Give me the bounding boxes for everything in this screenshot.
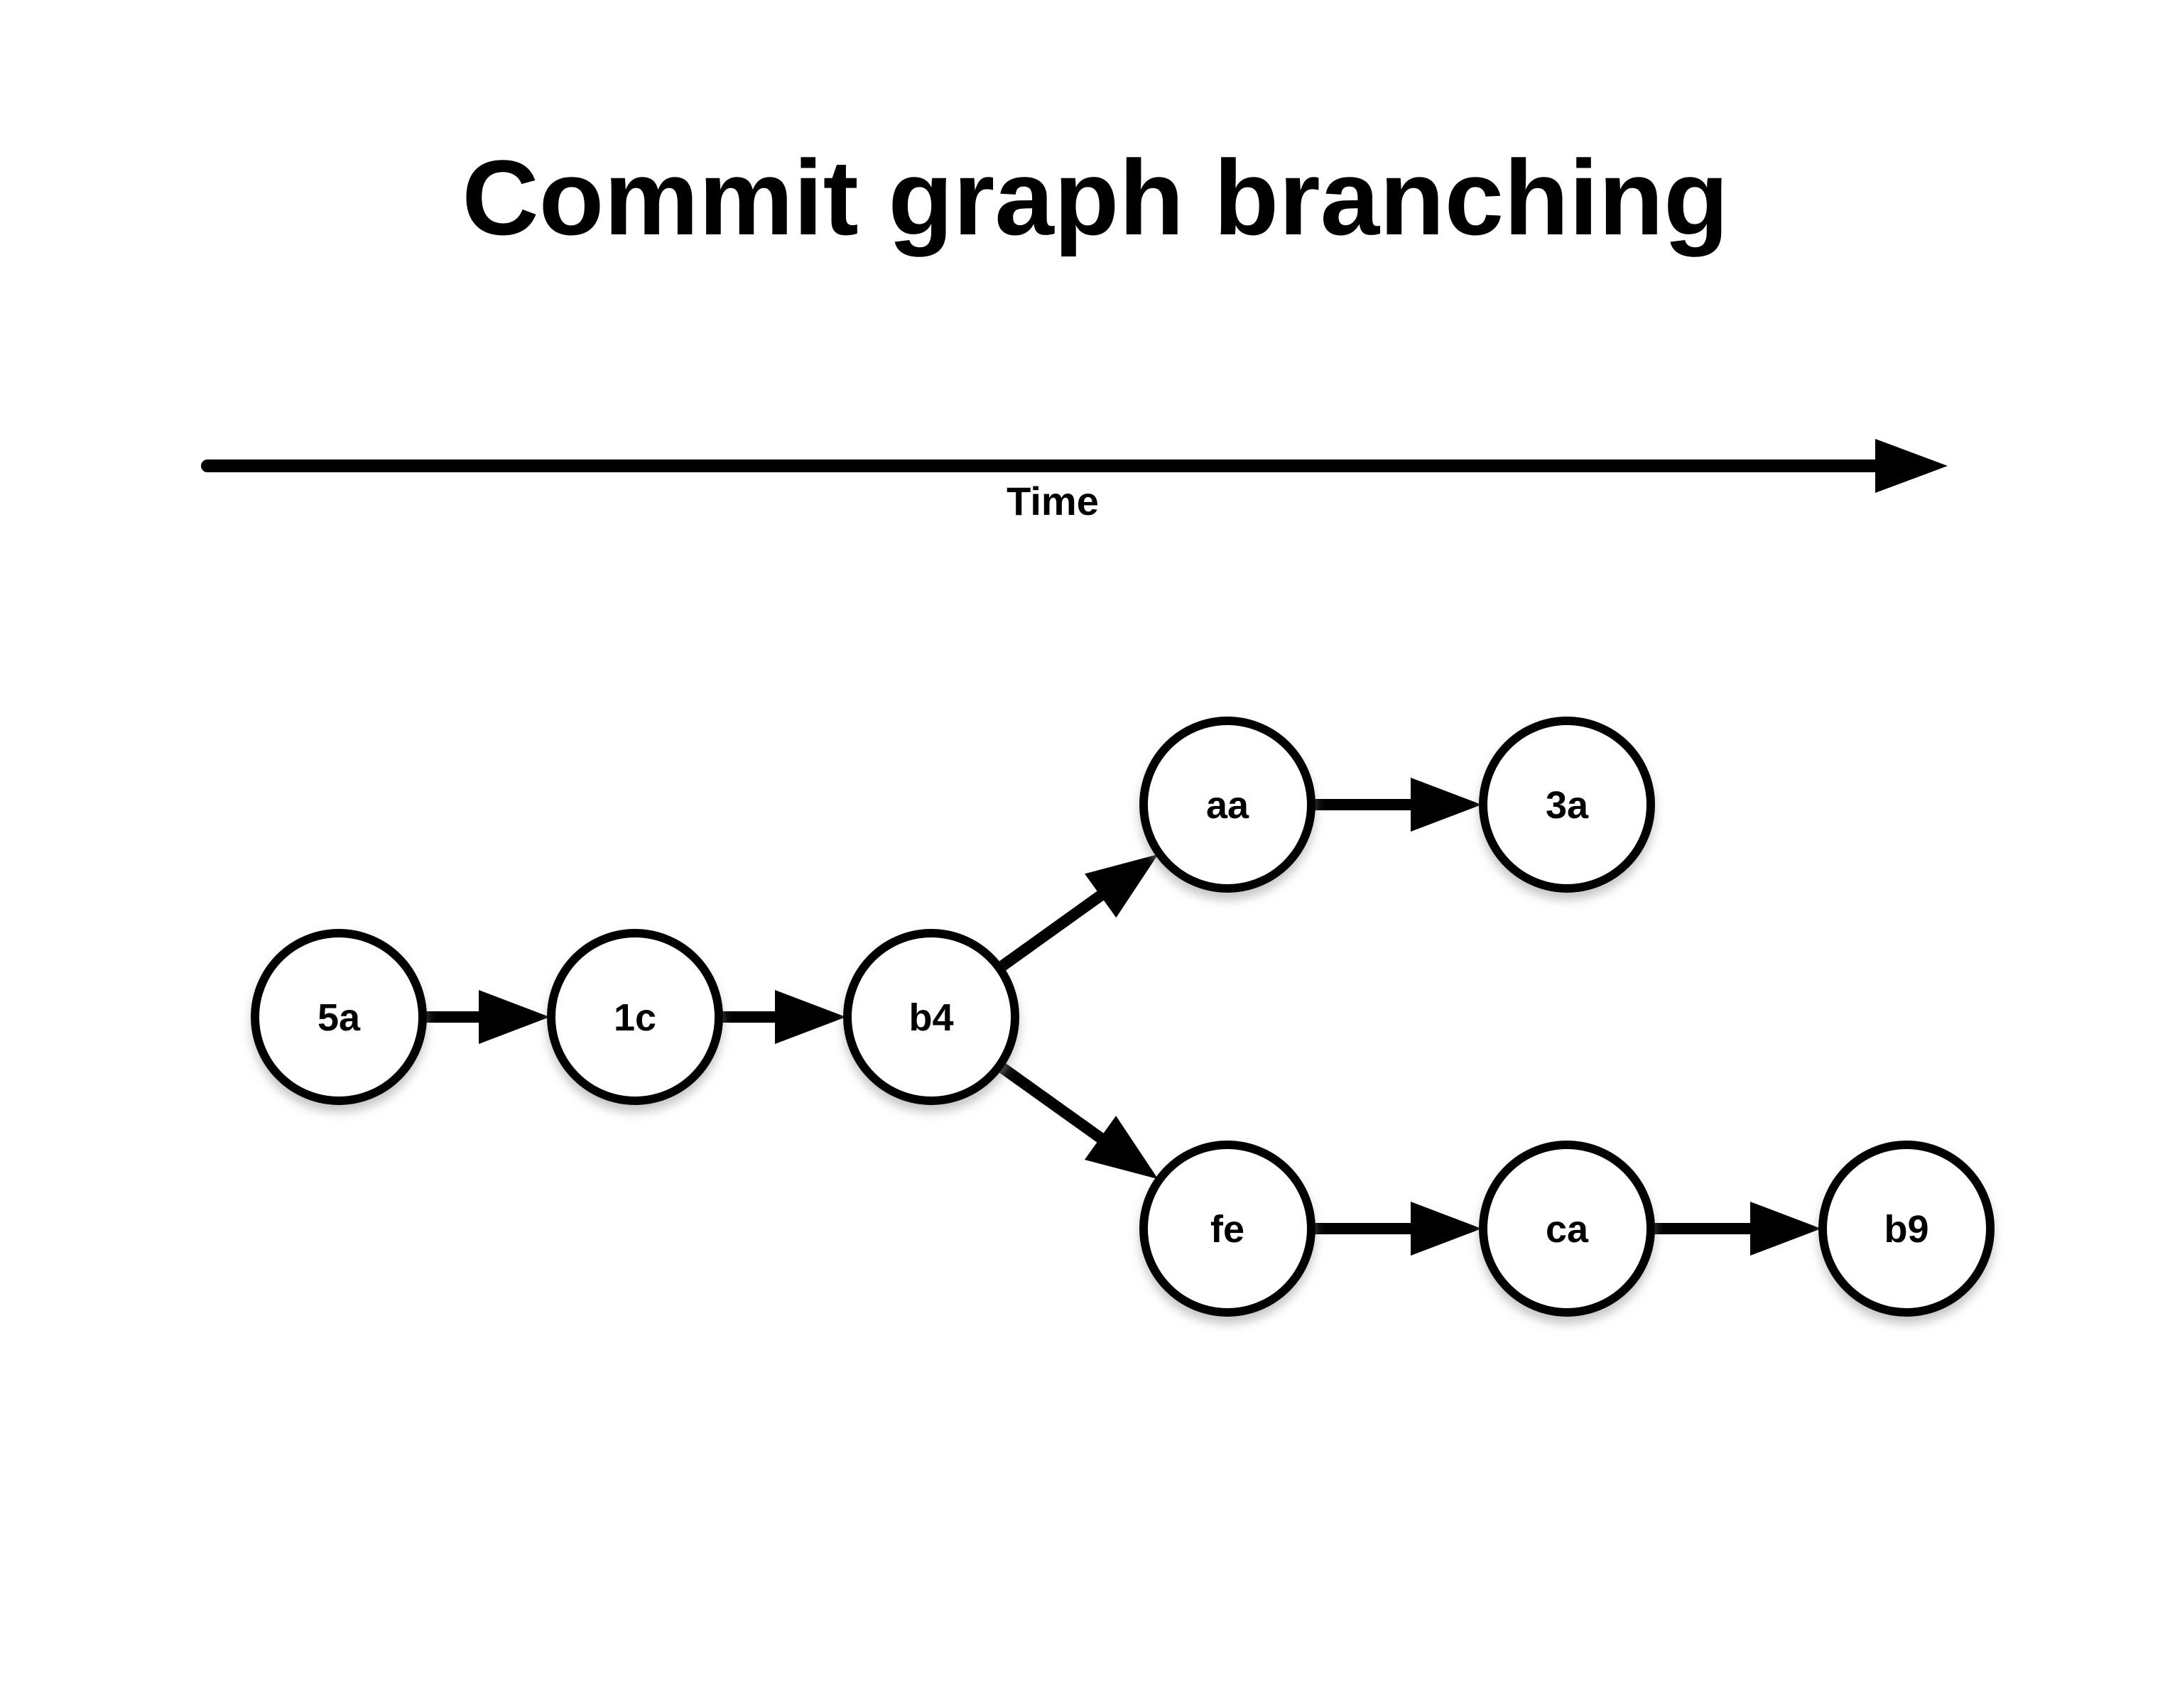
commit-node-circle	[251, 929, 427, 1105]
edge-b4-aa	[994, 854, 1159, 974]
commit-node-label: fe	[1210, 1208, 1244, 1251]
commit-node-3a: 3a	[1479, 717, 1655, 893]
edge-arrowhead	[479, 990, 550, 1044]
commit-node-circle	[1818, 1141, 1995, 1317]
edge-arrowhead	[1085, 854, 1159, 918]
commit-nodes: 5a 1c b4 aa 3a fe ca b9	[251, 717, 1995, 1317]
edge-line	[994, 1060, 1107, 1146]
commit-node-circle	[1139, 717, 1315, 893]
edge-arrowhead	[1411, 778, 1482, 832]
commit-node-label: ca	[1546, 1208, 1589, 1251]
commit-node-b4: b4	[843, 929, 1019, 1105]
edge-ca-b9	[1649, 1202, 1821, 1256]
commit-node-ca: ca	[1479, 1141, 1655, 1317]
commit-node-label: b9	[1884, 1208, 1928, 1251]
edge-arrowhead	[775, 990, 846, 1044]
commit-node-circle	[1479, 1141, 1655, 1317]
time-axis-arrowhead	[1875, 439, 1948, 493]
edge-5a-1c	[421, 990, 550, 1044]
edge-1c-b4	[717, 990, 846, 1044]
edge-arrowhead	[1411, 1202, 1482, 1256]
time-axis: Time	[201, 439, 1948, 523]
edge-fe-ca	[1310, 1202, 1482, 1256]
commit-node-aa: aa	[1139, 717, 1315, 893]
commit-node-circle	[1479, 717, 1655, 893]
commit-node-fe: fe	[1139, 1141, 1315, 1317]
edges	[421, 778, 1821, 1256]
diagram-title: Commit graph branching	[462, 138, 1728, 257]
commit-node-label: b4	[908, 996, 953, 1039]
commit-node-label: 1c	[614, 996, 656, 1039]
edge-b4-fe	[994, 1060, 1159, 1180]
commit-node-circle	[547, 929, 723, 1105]
commit-node-circle	[1139, 1141, 1315, 1317]
commit-node-label: aa	[1206, 784, 1249, 827]
commit-node-label: 3a	[1546, 784, 1589, 827]
commit-node-1c: 1c	[547, 929, 723, 1105]
edge-arrowhead	[1084, 1116, 1159, 1180]
commit-node-label: 5a	[318, 996, 361, 1039]
commit-node-circle	[843, 929, 1019, 1105]
edge-line	[994, 888, 1107, 974]
edge-aa-3a	[1310, 778, 1482, 832]
time-axis-label: Time	[1007, 479, 1099, 523]
edge-arrowhead	[1750, 1202, 1821, 1256]
commit-node-5a: 5a	[251, 929, 427, 1105]
commit-node-b9: b9	[1818, 1141, 1995, 1317]
